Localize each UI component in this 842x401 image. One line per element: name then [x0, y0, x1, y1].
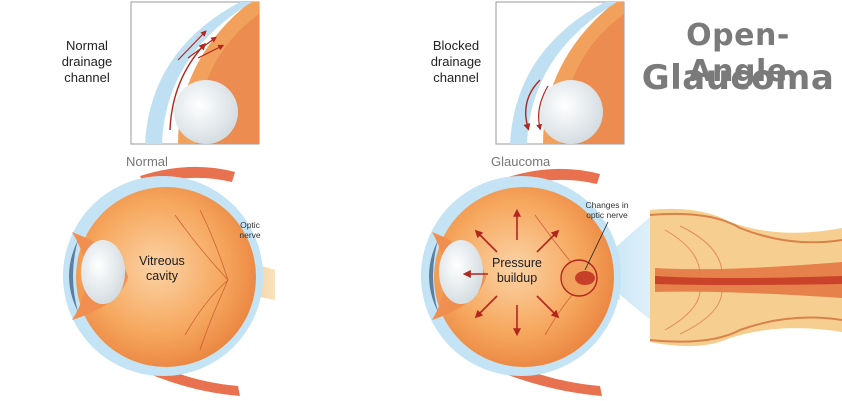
changes-optic-nerve-label: Changes in optic nerve — [585, 200, 629, 220]
lens — [81, 240, 125, 304]
normal-eye — [63, 166, 275, 396]
optic-nerve-label: Optic nerve — [239, 220, 261, 240]
normal-caption: Normal — [126, 154, 168, 169]
lens — [439, 240, 483, 304]
title-line1: Open-Angle — [686, 18, 790, 89]
normal-inset-label: Normal drainage channel — [61, 38, 113, 85]
blocked-inset-label: Blocked drainage channel — [430, 38, 482, 85]
normal-drainage-inset — [130, 1, 260, 145]
retinal-vessels — [174, 209, 229, 351]
superior-muscle — [140, 166, 235, 186]
title-line2: Glaucoma — [641, 58, 835, 98]
blocked-drainage-inset — [495, 1, 625, 145]
pressure-buildup-label: Pressure buildup — [491, 256, 543, 285]
changes-pointer — [584, 221, 609, 271]
superior-muscle — [505, 168, 600, 188]
magnify-beam — [590, 208, 660, 328]
optic-nerve-cross-section — [649, 208, 842, 347]
glaucoma-eye — [421, 168, 660, 396]
vitreous-body — [76, 187, 256, 367]
glaucoma-caption: Glaucoma — [491, 154, 551, 169]
cornea — [429, 240, 438, 312]
vitreous-cavity-label: Vitreous cavity — [139, 254, 185, 283]
pressure-arrows — [462, 208, 560, 337]
cornea — [69, 240, 78, 312]
